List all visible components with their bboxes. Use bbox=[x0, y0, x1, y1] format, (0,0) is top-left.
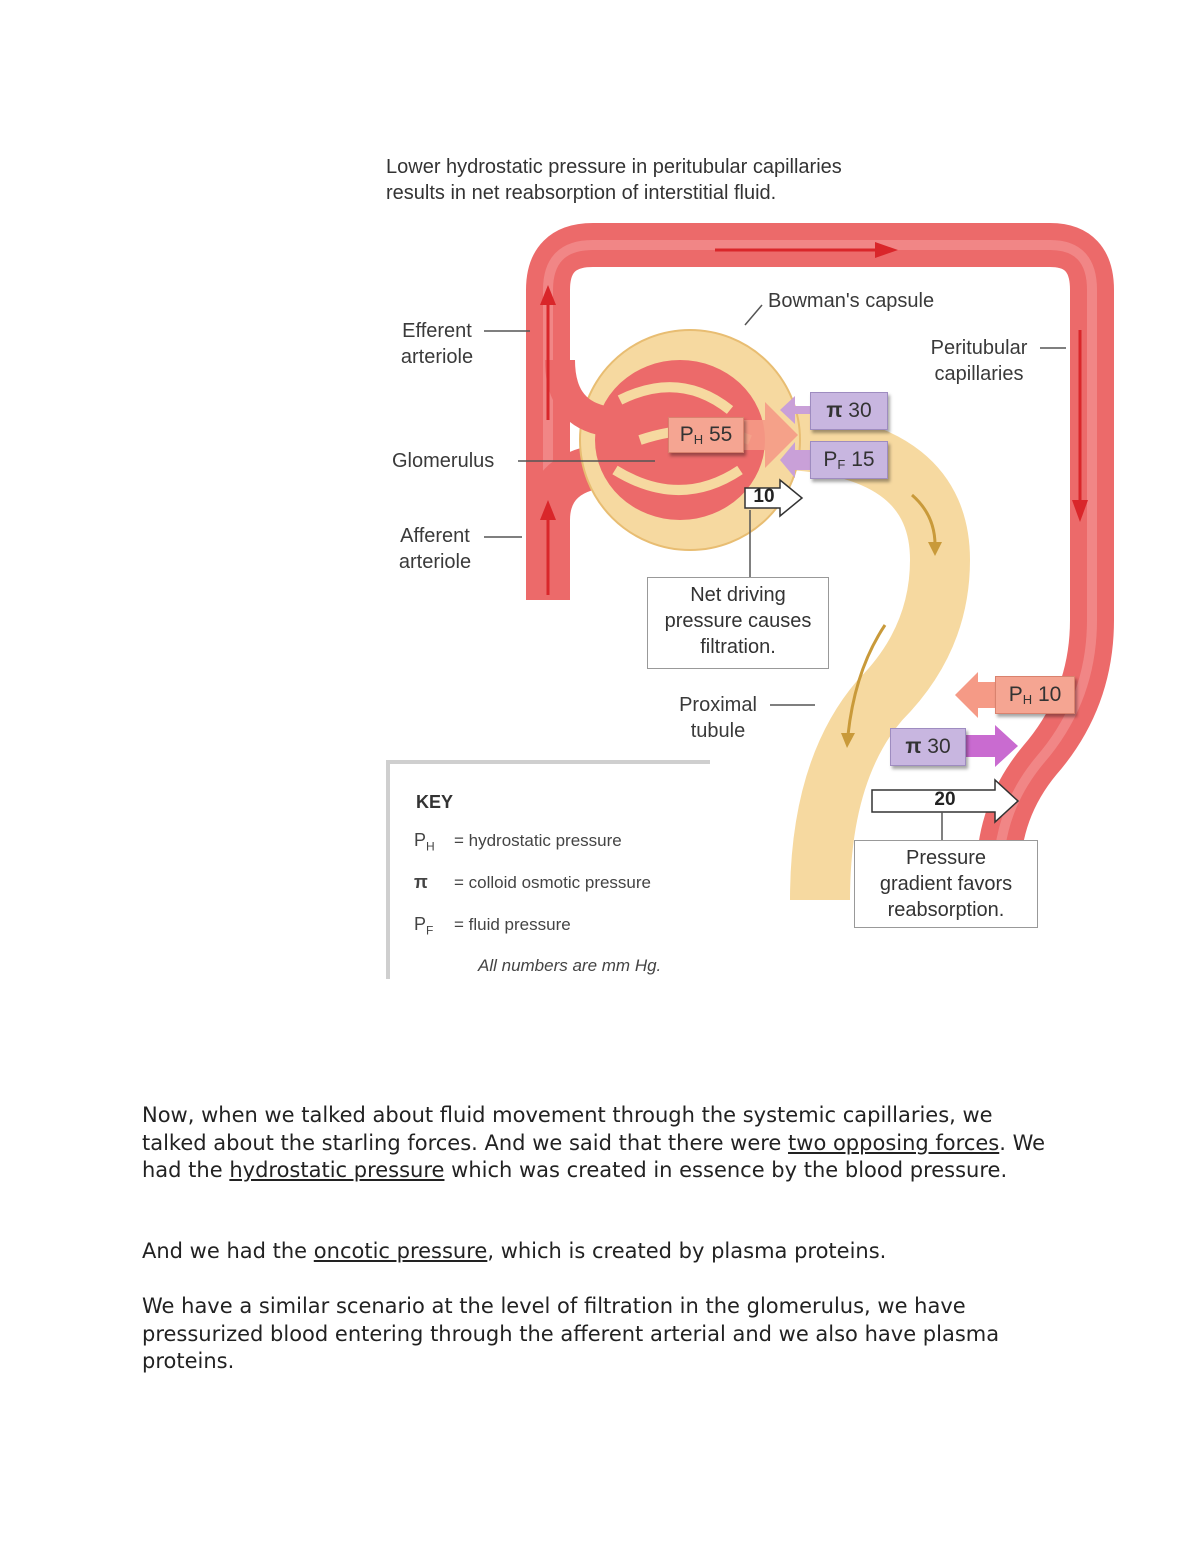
caption-line-1: Lower hydrostatic pressure in peritubula… bbox=[386, 156, 842, 178]
peritubular-label: Peritubular capillaries bbox=[920, 335, 1038, 387]
net-box-line-2: pressure causes bbox=[664, 610, 812, 632]
key-ph-symbol: P bbox=[414, 830, 427, 850]
gradient-box: Pressure gradient favors reabsorption. bbox=[854, 840, 1038, 928]
bowmans-label: Bowman's capsule bbox=[768, 290, 935, 312]
pf-value: 15 bbox=[851, 448, 875, 471]
key-pf-text: = fluid pressure bbox=[454, 915, 571, 934]
net-peri-value: 20 bbox=[934, 789, 956, 810]
p2-text-b: , which is created by plasma proteins. bbox=[487, 1239, 887, 1263]
key-pi-text: = colloid osmotic pressure bbox=[454, 873, 652, 892]
net-glom-value: 10 bbox=[753, 486, 775, 507]
proximal-tubule bbox=[787, 410, 971, 901]
pi-glom-arrow bbox=[780, 396, 812, 424]
key-pf-sub: F bbox=[426, 923, 434, 938]
caption-line-2: results in net reabsorption of interstit… bbox=[386, 182, 777, 204]
gradient-box-line-3: reabsorption. bbox=[887, 899, 1005, 921]
pi-peritubular-chip: π 30 bbox=[890, 728, 966, 766]
proximal-line-1: Proximal bbox=[679, 694, 757, 716]
ph-glom-symbol: P bbox=[679, 423, 694, 446]
paragraph-2: And we had the oncotic pressure, which i… bbox=[142, 1238, 1062, 1266]
pi-peri-arrow bbox=[965, 725, 1018, 767]
p1-text-a: Now, when we talked about fluid movement… bbox=[142, 1103, 993, 1155]
p1-text-c: which was created in essence by the bloo… bbox=[444, 1158, 1008, 1182]
gradient-box-line-2: gradient favors bbox=[879, 873, 1013, 895]
p2-text-a: And we had the bbox=[142, 1239, 314, 1263]
net-glom-arrow bbox=[744, 478, 804, 518]
pi-peri-value: 30 bbox=[927, 735, 951, 758]
ph-glom-value: 55 bbox=[708, 423, 733, 446]
ph-peri-arrow bbox=[955, 672, 995, 718]
ph-filtration-arrow bbox=[740, 402, 798, 468]
nephron-diagram bbox=[484, 223, 1114, 903]
afferent-line-2: arteriole bbox=[398, 551, 472, 573]
peritubular-line-2: capillaries bbox=[934, 363, 1024, 385]
nephron-figure: Lower hydrostatic pressure in peritubula… bbox=[386, 154, 1114, 979]
proximal-line-2: tubule bbox=[690, 720, 746, 742]
paragraph-3: We have a similar scenario at the level … bbox=[142, 1294, 1000, 1373]
proximal-label: Proximal tubule bbox=[672, 692, 764, 744]
key-ph-sub: H bbox=[426, 839, 435, 854]
key-note: All numbers are mm Hg. bbox=[478, 956, 662, 975]
pi-glom-symbol: π bbox=[826, 399, 843, 422]
figure-key: KEY PH= hydrostatic pressure π= colloid … bbox=[386, 760, 710, 979]
efferent-line-1: Efferent bbox=[402, 320, 472, 342]
p1-underline-2: hydrostatic pressure bbox=[229, 1158, 445, 1182]
key-row-pf: PF = fluid pressure bbox=[414, 914, 571, 938]
pi-peri-symbol: π bbox=[905, 735, 922, 758]
key-row-ph: PH = hydrostatic pressure bbox=[414, 830, 622, 854]
p2-underline: oncotic pressure bbox=[313, 1239, 488, 1263]
net-box-line-3: filtration. bbox=[700, 636, 776, 658]
pf-symbol: P bbox=[823, 448, 838, 471]
net-box-line-1: Net driving bbox=[690, 584, 786, 606]
gradient-box-line-1: Pressure bbox=[905, 847, 987, 869]
afferent-label: Afferent arteriole bbox=[392, 523, 478, 575]
paragraph-1: Now, when we talked about fluid movement… bbox=[142, 1102, 1062, 1185]
key-row-pi: π = colloid osmotic pressure bbox=[414, 872, 651, 893]
ph-peri-sub: H bbox=[1022, 691, 1033, 707]
p1-text-b: . We had the bbox=[142, 1130, 1046, 1183]
p1-underline-1: two opposing forces bbox=[788, 1130, 1000, 1155]
ph-peri-symbol: P bbox=[1008, 683, 1023, 706]
efferent-label: Efferent arteriole bbox=[396, 318, 478, 370]
ph-peri-value: 10 bbox=[1037, 683, 1062, 706]
net-peri-arrow bbox=[871, 778, 1020, 824]
afferent-line-1: Afferent bbox=[400, 525, 470, 547]
pi-glom-value: 30 bbox=[848, 399, 872, 422]
glomerulus-label: Glomerulus bbox=[392, 450, 495, 472]
figure-caption: Lower hydrostatic pressure in peritubula… bbox=[386, 154, 946, 206]
peritubular-line-1: Peritubular bbox=[930, 337, 1028, 359]
key-pf-symbol: P bbox=[414, 914, 427, 934]
key-pi-symbol: π bbox=[414, 872, 428, 892]
efferent-line-2: arteriole bbox=[400, 346, 474, 368]
pi-glomerulus-chip: π 30 bbox=[810, 392, 888, 430]
key-title: KEY bbox=[416, 792, 454, 812]
net-driving-box: Net driving pressure causes filtration. bbox=[647, 577, 829, 669]
ph-glom-sub: H bbox=[693, 431, 704, 447]
pf-sub: F bbox=[837, 456, 846, 472]
pf-arrow bbox=[780, 442, 812, 478]
key-ph-text: = hydrostatic pressure bbox=[454, 831, 622, 850]
